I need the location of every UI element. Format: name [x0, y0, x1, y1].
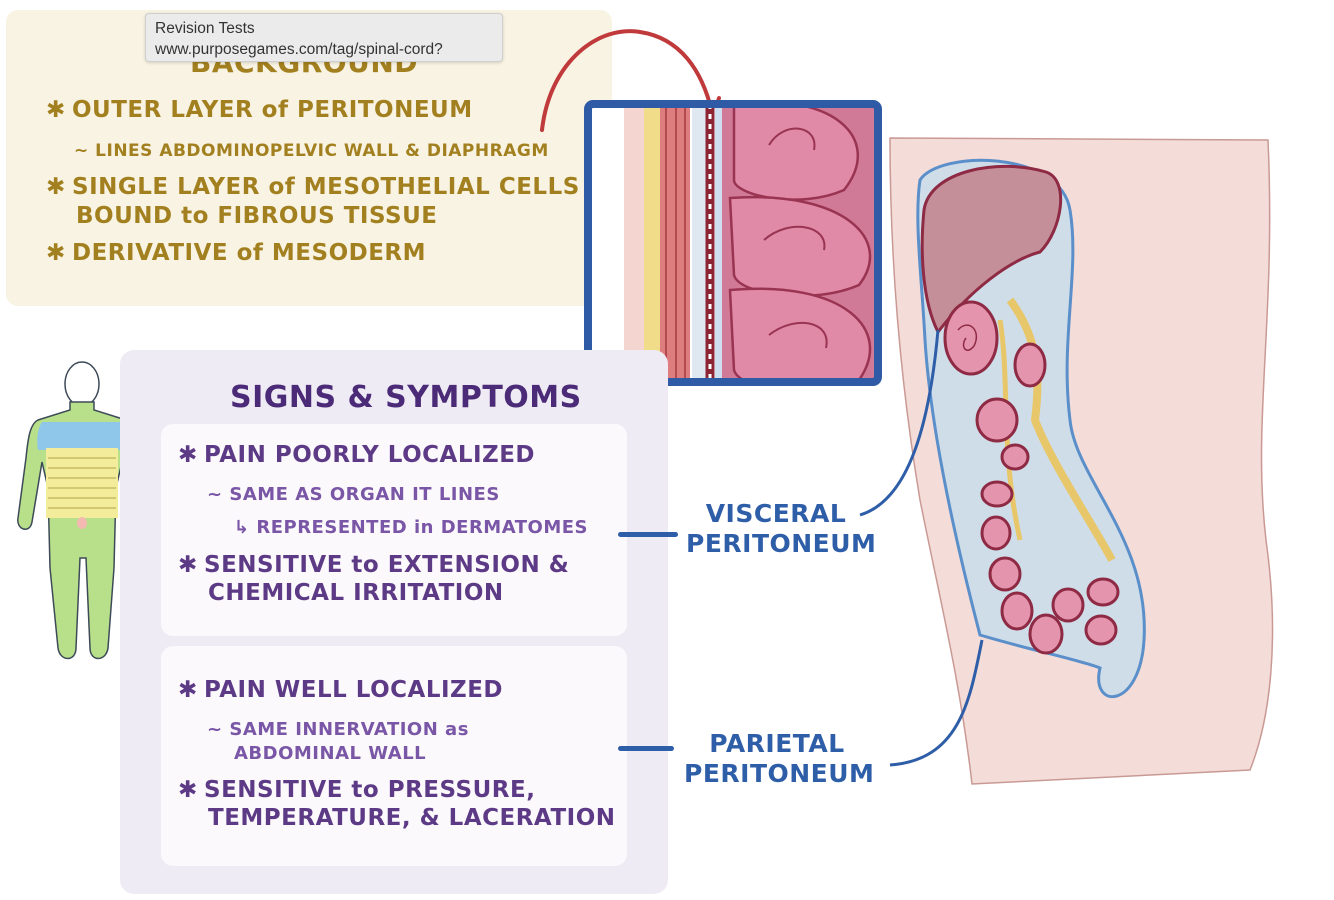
dermatome-figure [17, 361, 147, 660]
background-bullet-3: ✱DERIVATIVE of MESODERM [46, 240, 427, 266]
link-tooltip: Revision Tests www.purposegames.com/tag/… [145, 13, 503, 62]
visceral-sub-1: ~ SAME AS ORGAN IT LINES [207, 484, 500, 505]
signs-title: SIGNS & SYMPTOMS [230, 380, 582, 415]
parietal-sub-1: ~ SAME INNERVATION as [207, 719, 469, 740]
background-bullet-1: ✱OUTER LAYER of PERITONEUM [46, 97, 473, 123]
parietal-bullet-2: ✱SENSITIVE to PRESSURE, [178, 777, 536, 803]
visceral-bullet-2-cont: CHEMICAL IRRITATION [208, 580, 504, 606]
background-bullet-2: ✱SINGLE LAYER of MESOTHELIAL CELLS [46, 174, 580, 200]
zoom-inset [584, 100, 882, 386]
background-sub-1: ~ LINES ABDOMINOPELVIC WALL & DIAPHRAGM [74, 141, 549, 161]
parietal-card [161, 646, 627, 866]
parietal-bullet-2-cont: TEMPERATURE, & LACERATION [208, 805, 616, 831]
tooltip-url: www.purposegames.com/tag/spinal-cord? [155, 41, 443, 58]
background-bullet-2-cont: BOUND to FIBROUS TISSUE [76, 203, 438, 229]
parietal-bullet-1: ✱PAIN WELL LOCALIZED [178, 677, 504, 703]
parietal-label: PARIETAL PERITONEUM [684, 729, 875, 788]
visceral-bullet-1: ✱PAIN POORLY LOCALIZED [178, 442, 536, 468]
parietal-sub-2: ABDOMINAL WALL [234, 743, 427, 764]
visceral-card [161, 424, 627, 636]
visceral-label: VISCERAL PERITONEUM [686, 499, 877, 558]
parietal-connector [618, 746, 674, 751]
visceral-bullet-2: ✱SENSITIVE to EXTENSION & [178, 552, 570, 578]
visceral-connector [618, 532, 678, 537]
tooltip-title: Revision Tests [155, 20, 255, 37]
abdominal-section-illustration [859, 137, 1274, 785]
visceral-sub-2: ↳ REPRESENTED in DERMATOMES [234, 517, 589, 538]
